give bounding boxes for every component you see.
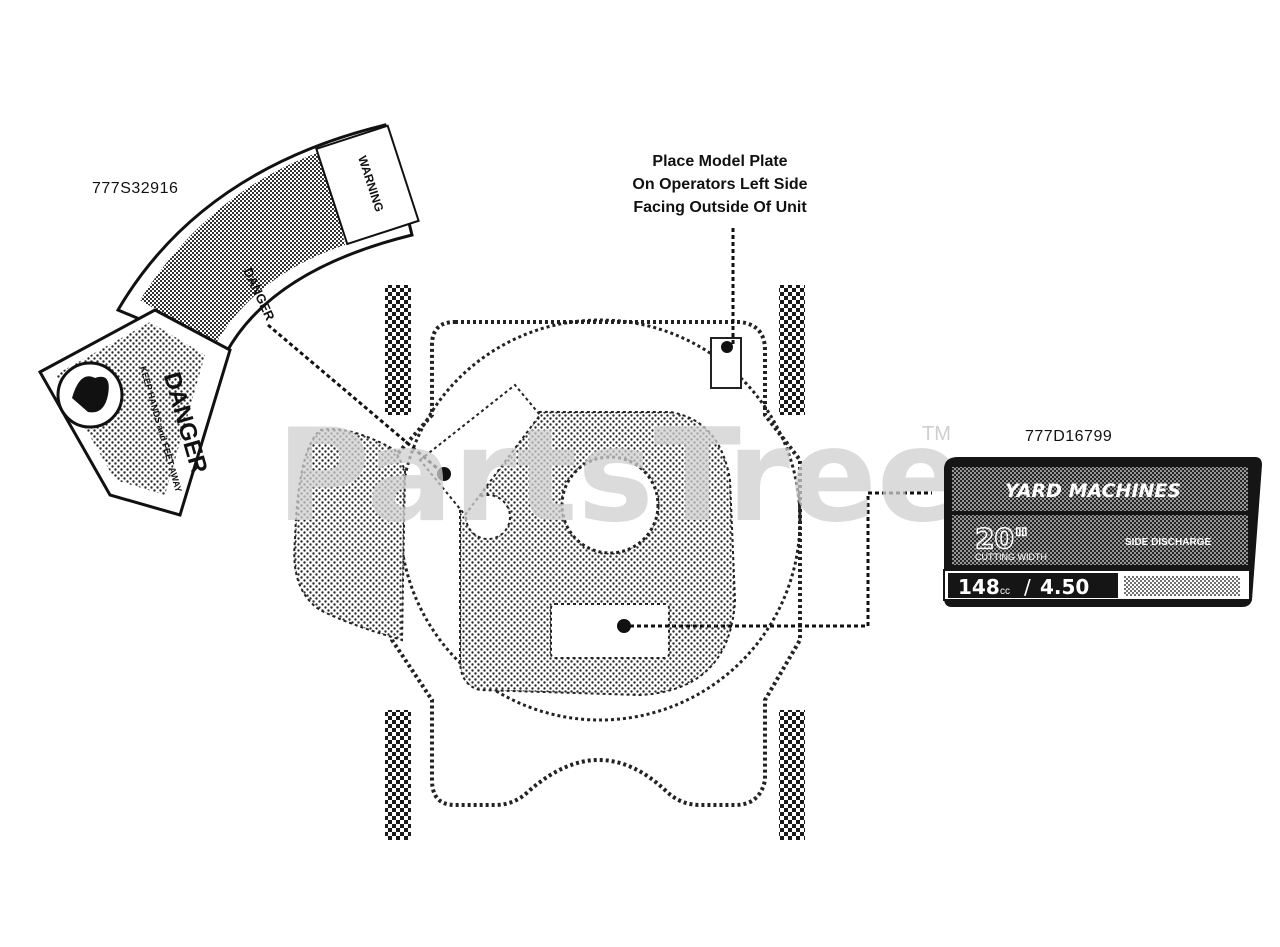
wheel-front-left: [385, 285, 411, 415]
decal-fineprint: [1124, 576, 1240, 596]
mower-deck-outline: [390, 320, 802, 807]
decal-spec-dark: [948, 573, 1118, 598]
decal-777S32916: WARNING DANGER DANGER KEEP HANDS and FEE…: [37, 123, 420, 517]
engine-decal-pin: [617, 619, 631, 633]
callout-line-3: Facing Outside Of Unit: [633, 199, 807, 216]
model-plate-pin: [721, 341, 733, 353]
callout-line-1: Place Model Plate: [652, 153, 788, 170]
decal-size: 20": [975, 522, 1029, 555]
leader-left-decal: [267, 323, 445, 476]
part-number-left: 777S32916: [92, 180, 179, 197]
leader-lines: [267, 228, 932, 628]
decal-warning-box: [315, 124, 420, 246]
model-plate-callout: Place Model Plate On Operators Left Side…: [600, 150, 840, 219]
leader-right-decal: [630, 491, 932, 628]
decal-brand-band: [952, 467, 1248, 511]
wheel-rear-right: [779, 710, 805, 840]
engine-fuel-cap: [560, 455, 660, 555]
decal-size-caption: CUTTING WIDTH: [975, 552, 1047, 562]
wheels: [385, 285, 805, 840]
decal-777D16799: YARD MACHINES 20" CUTTING WIDTH SIDE DIS…: [943, 457, 1262, 607]
decal-mid-band: [952, 515, 1248, 565]
decal-torque: 4.50: [1040, 575, 1089, 599]
decal-slash: /: [1024, 575, 1031, 599]
part-number-right: 777D16799: [1025, 428, 1113, 445]
engine-decal-pad: [550, 603, 670, 659]
decal-cc: cc: [1000, 586, 1010, 597]
discharge-chute: [293, 428, 407, 642]
blade-housing: [398, 318, 802, 722]
handle-decal-tag: [418, 383, 542, 517]
decal-displacement: 148: [958, 575, 1000, 599]
hand-icon-glyph: [72, 376, 109, 413]
wheel-front-right: [779, 285, 805, 415]
callout-line-2: On Operators Left Side: [632, 176, 808, 193]
wheel-rear-left: [385, 710, 411, 840]
decal-arc-text-area: [140, 150, 345, 345]
decal-brand: YARD MACHINES: [1005, 480, 1181, 502]
watermark-tm: TM: [922, 423, 951, 445]
decal-discharge: SIDE DISCHARGE: [1125, 537, 1211, 548]
engine-filter-round: [465, 494, 511, 540]
watermark-text: PartsTree: [276, 402, 963, 551]
engine: [459, 410, 737, 697]
